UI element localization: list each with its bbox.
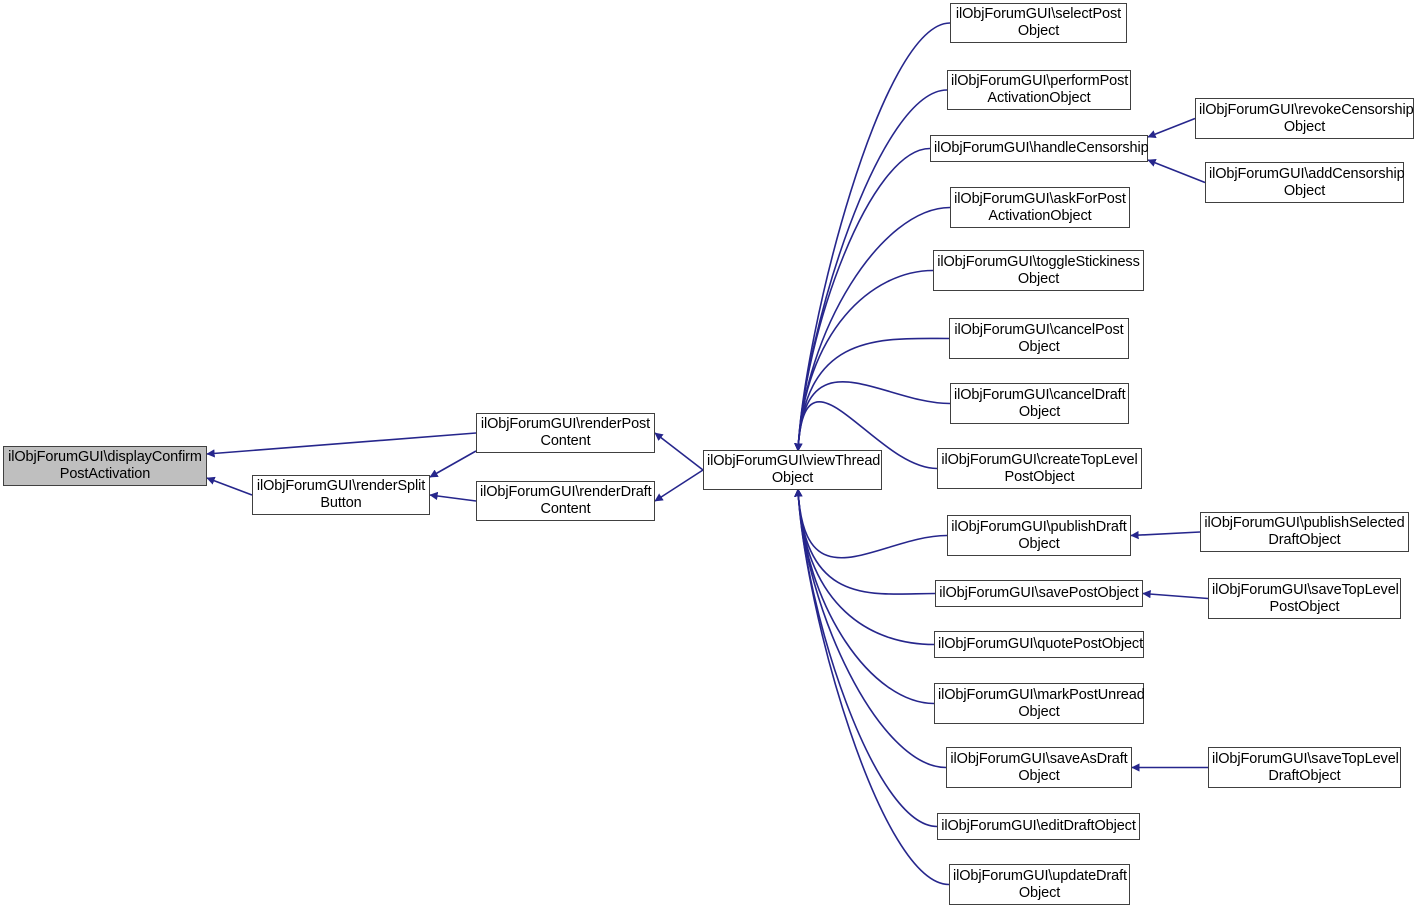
- graph-node-renderPostContent[interactable]: ilObjForumGUI\renderPost Content: [476, 413, 655, 453]
- graph-edge-toggleStickinessObject-to-viewThreadObject: [794, 269, 934, 452]
- graph-node-toggleStickinessObject[interactable]: ilObjForumGUI\toggleStickiness Object: [933, 250, 1144, 291]
- graph-node-cancelDraftObject[interactable]: ilObjForumGUI\cancelDraft Object: [950, 383, 1129, 424]
- graph-edge-renderPostContent-to-displayConfirmPostActivation: [206, 432, 477, 458]
- graph-node-publishDraftObject[interactable]: ilObjForumGUI\publishDraft Object: [947, 515, 1131, 556]
- graph-edge-selectPostObject-to-viewThreadObject: [794, 22, 951, 452]
- graph-edge-saveAsDraftObject-to-viewThreadObject: [794, 488, 947, 769]
- graph-edge-updateDraftObject-to-viewThreadObject: [794, 488, 950, 886]
- graph-node-label: ilObjForumGUI\saveTopLevel DraftObject: [1212, 750, 1399, 784]
- graph-node-saveAsDraftObject[interactable]: ilObjForumGUI\saveAsDraft Object: [946, 747, 1132, 788]
- graph-edge-renderSplitButton-to-displayConfirmPostActivation: [206, 476, 253, 496]
- graph-edge-cancelPostObject-to-viewThreadObject: [794, 337, 950, 452]
- graph-node-addCensorshipObject[interactable]: ilObjForumGUI\addCensorship Object: [1205, 162, 1405, 203]
- graph-node-quotePostObject[interactable]: ilObjForumGUI\quotePostObject: [934, 631, 1144, 658]
- graph-node-label: ilObjForumGUI\viewThread Object: [707, 453, 881, 486]
- graph-edge-quotePostObject-to-viewThreadObject: [794, 488, 935, 646]
- graph-edge-saveTopLevelPostObject-to-savePostObject: [1142, 589, 1209, 600]
- graph-node-saveTopLevelDraftObject[interactable]: ilObjForumGUI\saveTopLevel DraftObject: [1208, 747, 1401, 788]
- graph-node-label: ilObjForumGUI\publishSelected DraftObjec…: [1204, 515, 1405, 548]
- graph-node-updateDraftObject[interactable]: ilObjForumGUI\updateDraft Object: [949, 864, 1130, 905]
- graph-node-savePostObject[interactable]: ilObjForumGUI\savePostObject: [935, 580, 1143, 607]
- graph-node-label: ilObjForumGUI\renderSplit Button: [256, 478, 426, 511]
- graph-node-markPostUnreadObject[interactable]: ilObjForumGUI\markPostUnread Object: [934, 683, 1145, 724]
- graph-edge-performPostActivationObject-to-viewThreadObject: [794, 89, 948, 452]
- graph-edge-renderDraftContent-to-renderSplitButton: [429, 491, 477, 502]
- graph-edge-savePostObject-to-viewThreadObject: [794, 488, 936, 595]
- graph-node-renderDraftContent[interactable]: ilObjForumGUI\renderDraft Content: [476, 481, 655, 521]
- graph-node-label: ilObjForumGUI\saveAsDraft Object: [950, 750, 1128, 784]
- graph-node-label: ilObjForumGUI\displayConfirm PostActivat…: [8, 449, 202, 482]
- graph-node-label: ilObjForumGUI\createTopLevel PostObject: [941, 451, 1138, 485]
- graph-edge-cancelDraftObject-to-viewThreadObject: [794, 381, 951, 452]
- graph-node-label: ilObjForumGUI\askForPost ActivationObjec…: [954, 190, 1126, 224]
- graph-node-revokeCensorshipObject[interactable]: ilObjForumGUI\revokeCensorship Object: [1195, 98, 1414, 139]
- graph-edge-handleCensorship-to-viewThreadObject: [794, 147, 931, 452]
- graph-edge-editDraftObject-to-viewThreadObject: [794, 488, 938, 828]
- graph-node-saveTopLevelPostObject[interactable]: ilObjForumGUI\saveTopLevel PostObject: [1208, 578, 1401, 619]
- graph-edge-publishDraftObject-to-viewThreadObject: [794, 488, 948, 559]
- graph-edge-askForPostActivationObject-to-viewThreadObject: [794, 206, 951, 452]
- graph-node-label: ilObjForumGUI\cancelDraft Object: [954, 386, 1126, 420]
- graph-node-label: ilObjForumGUI\renderPost Content: [480, 416, 651, 449]
- graph-node-selectPostObject[interactable]: ilObjForumGUI\selectPost Object: [950, 3, 1127, 43]
- graph-node-label: ilObjForumGUI\editDraftObject: [941, 818, 1136, 835]
- graph-node-label: ilObjForumGUI\selectPost Object: [955, 6, 1122, 39]
- graph-node-label: ilObjForumGUI\updateDraft Object: [953, 867, 1127, 901]
- graph-node-publishSelectedDraftObject[interactable]: ilObjForumGUI\publishSelected DraftObjec…: [1200, 512, 1409, 552]
- graph-node-performPostActivationObject[interactable]: ilObjForumGUI\performPost ActivationObje…: [947, 70, 1131, 110]
- graph-edge-viewThreadObject-to-renderPostContent: [654, 432, 704, 471]
- graph-node-label: ilObjForumGUI\handleCensorship: [934, 140, 1149, 157]
- graph-node-label: ilObjForumGUI\cancelPost Object: [954, 321, 1124, 355]
- graph-edge-publishSelectedDraftObject-to-publishDraftObject: [1130, 530, 1201, 540]
- graph-node-displayConfirmPostActivation[interactable]: ilObjForumGUI\displayConfirm PostActivat…: [3, 446, 207, 486]
- graph-node-handleCensorship[interactable]: ilObjForumGUI\handleCensorship: [930, 135, 1149, 162]
- graph-edge-markPostUnreadObject-to-viewThreadObject: [794, 488, 935, 705]
- graph-node-label: ilObjForumGUI\publishDraft Object: [951, 518, 1127, 552]
- graph-node-renderSplitButton[interactable]: ilObjForumGUI\renderSplit Button: [252, 475, 430, 515]
- graph-edge-viewThreadObject-to-renderDraftContent: [654, 469, 704, 502]
- graph-node-createTopLevelPostObject[interactable]: ilObjForumGUI\createTopLevel PostObject: [937, 448, 1142, 489]
- graph-node-label: ilObjForumGUI\quotePostObject: [938, 636, 1144, 653]
- graph-edge-addCensorshipObject-to-handleCensorship: [1147, 158, 1206, 184]
- graph-node-askForPostActivationObject[interactable]: ilObjForumGUI\askForPost ActivationObjec…: [950, 187, 1130, 228]
- graph-node-label: ilObjForumGUI\addCensorship Object: [1209, 165, 1405, 199]
- graph-edge-renderPostContent-to-renderSplitButton: [429, 450, 477, 478]
- graph-node-label: ilObjForumGUI\toggleStickiness Object: [937, 253, 1140, 287]
- graph-node-label: ilObjForumGUI\savePostObject: [939, 585, 1139, 602]
- graph-node-viewThreadObject[interactable]: ilObjForumGUI\viewThread Object: [703, 450, 882, 490]
- graph-node-editDraftObject[interactable]: ilObjForumGUI\editDraftObject: [937, 813, 1140, 840]
- graph-node-label: ilObjForumGUI\saveTopLevel PostObject: [1212, 581, 1399, 615]
- graph-node-label: ilObjForumGUI\markPostUnread Object: [938, 686, 1145, 720]
- graph-node-label: ilObjForumGUI\renderDraft Content: [480, 484, 652, 517]
- graph-node-label: ilObjForumGUI\revokeCensorship Object: [1199, 101, 1414, 135]
- graph-node-label: ilObjForumGUI\performPost ActivationObje…: [951, 73, 1129, 106]
- graph-edge-revokeCensorshipObject-to-handleCensorship: [1147, 117, 1196, 139]
- graph-node-cancelPostObject[interactable]: ilObjForumGUI\cancelPost Object: [949, 318, 1129, 359]
